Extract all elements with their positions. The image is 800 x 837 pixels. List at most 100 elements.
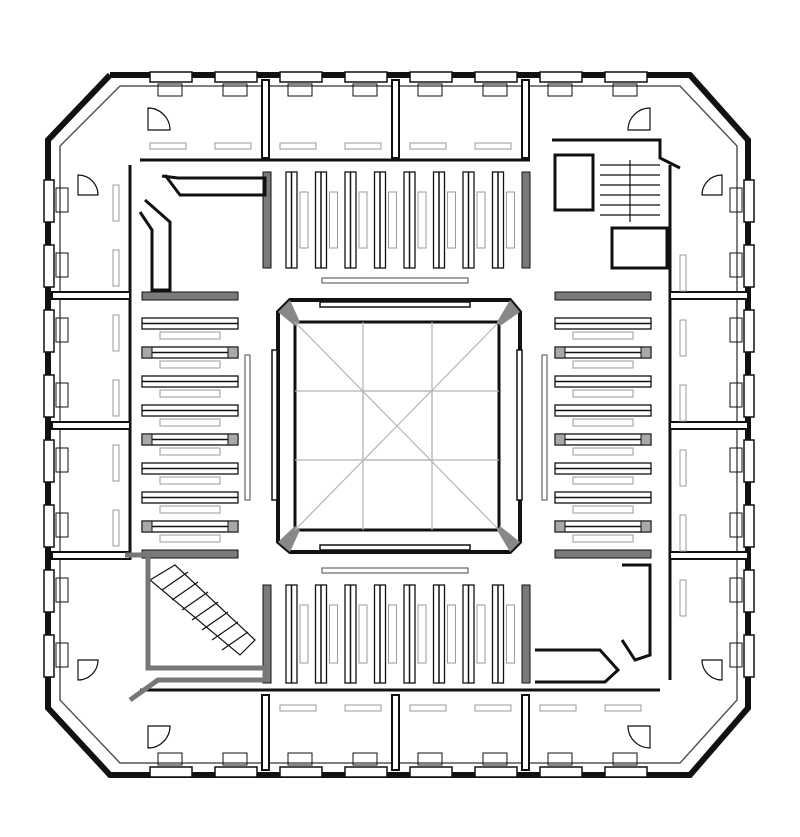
window-icon xyxy=(743,244,755,288)
atrium-corner-sw xyxy=(278,526,300,552)
window-icon xyxy=(149,71,193,83)
reading-table xyxy=(299,604,309,664)
shelf-cap xyxy=(640,346,652,359)
window-icon xyxy=(474,766,518,778)
shelf-cap xyxy=(141,520,153,533)
central-atrium xyxy=(244,277,548,574)
window-icon xyxy=(474,71,518,83)
window-icon xyxy=(214,766,258,778)
door-swing-icon xyxy=(77,107,723,749)
reading-table xyxy=(572,389,634,398)
window-icon xyxy=(55,642,69,668)
reading-table xyxy=(159,389,221,398)
corridor-bench xyxy=(679,319,687,357)
window-icon xyxy=(344,71,388,83)
window-icon xyxy=(43,179,55,223)
reading-table xyxy=(159,476,221,485)
window-icon xyxy=(55,252,69,278)
shelf-cap xyxy=(227,433,239,446)
reading-table xyxy=(476,191,486,249)
window-icon xyxy=(743,569,755,613)
shelf-end xyxy=(262,584,272,684)
reading-table xyxy=(572,447,634,456)
window-icon xyxy=(222,752,248,766)
window-icon xyxy=(743,309,755,353)
pier xyxy=(51,551,131,560)
window-icon xyxy=(604,766,648,778)
reading-table xyxy=(506,604,515,664)
window-icon xyxy=(352,83,378,97)
corridor-bench xyxy=(474,142,512,150)
corridor-bench xyxy=(112,444,120,482)
corridor-bench xyxy=(279,704,317,712)
window-icon xyxy=(157,752,183,766)
atrium-corner-ne xyxy=(497,300,520,326)
corridor-bench xyxy=(409,704,447,712)
window-icon xyxy=(352,752,378,766)
window-icon xyxy=(43,439,55,483)
reading-table xyxy=(447,191,456,249)
window-icon xyxy=(55,512,69,538)
window-icon xyxy=(55,317,69,343)
window-icon xyxy=(743,634,755,678)
corridor-bench xyxy=(539,704,577,712)
window-icon xyxy=(43,634,55,678)
shelf-end xyxy=(521,171,531,269)
shelf-cap xyxy=(227,520,239,533)
pier xyxy=(51,421,131,430)
window-icon xyxy=(287,83,313,97)
pier xyxy=(521,79,530,159)
window-icon xyxy=(417,752,443,766)
corridor-bench xyxy=(679,579,687,617)
window-icon xyxy=(55,577,69,603)
corridor-bench xyxy=(679,449,687,487)
shelf-cap xyxy=(554,520,566,533)
reading-table xyxy=(388,604,397,664)
window-icon xyxy=(409,71,453,83)
inner-envelope-line xyxy=(59,85,738,764)
reading-table xyxy=(417,191,427,249)
corridor-bench xyxy=(149,142,187,150)
corridor-bench xyxy=(344,704,382,712)
window-icon xyxy=(482,752,508,766)
corridor-bench xyxy=(474,704,512,712)
window-icon xyxy=(55,382,69,408)
stack-shelves-south xyxy=(262,584,531,684)
reading-table xyxy=(572,331,634,340)
window-icon xyxy=(43,309,55,353)
window-icon xyxy=(43,504,55,548)
reading-table xyxy=(417,604,427,664)
reading-table xyxy=(358,191,368,249)
window-icon xyxy=(149,766,193,778)
atrium-rail-bottom xyxy=(319,544,471,551)
shelf-cap xyxy=(227,346,239,359)
shelf-cap xyxy=(640,520,652,533)
corridor-bench xyxy=(604,704,642,712)
window-icon xyxy=(729,642,743,668)
window-icon xyxy=(43,374,55,418)
angled-partition-se xyxy=(535,563,652,684)
atrium-corner-nw xyxy=(278,300,300,326)
window-icon xyxy=(55,187,69,213)
corridor-bench xyxy=(112,509,120,547)
corridor-bench xyxy=(214,142,252,150)
corridor-bench xyxy=(112,379,120,417)
window-icon xyxy=(344,766,388,778)
pier xyxy=(261,79,270,159)
window-icon xyxy=(604,71,648,83)
reading-table xyxy=(299,191,309,249)
reading-table xyxy=(358,604,368,664)
shelf-cap xyxy=(640,433,652,446)
reading-table xyxy=(159,505,221,514)
window-icon xyxy=(547,752,573,766)
corridor-bench xyxy=(409,142,447,150)
window-icon xyxy=(743,439,755,483)
window-icon xyxy=(729,252,743,278)
window-icon xyxy=(547,83,573,97)
shelf-cap xyxy=(554,346,566,359)
pier xyxy=(521,694,530,771)
reading-table xyxy=(572,476,634,485)
shelf-end xyxy=(554,549,652,559)
window-icon xyxy=(729,317,743,343)
